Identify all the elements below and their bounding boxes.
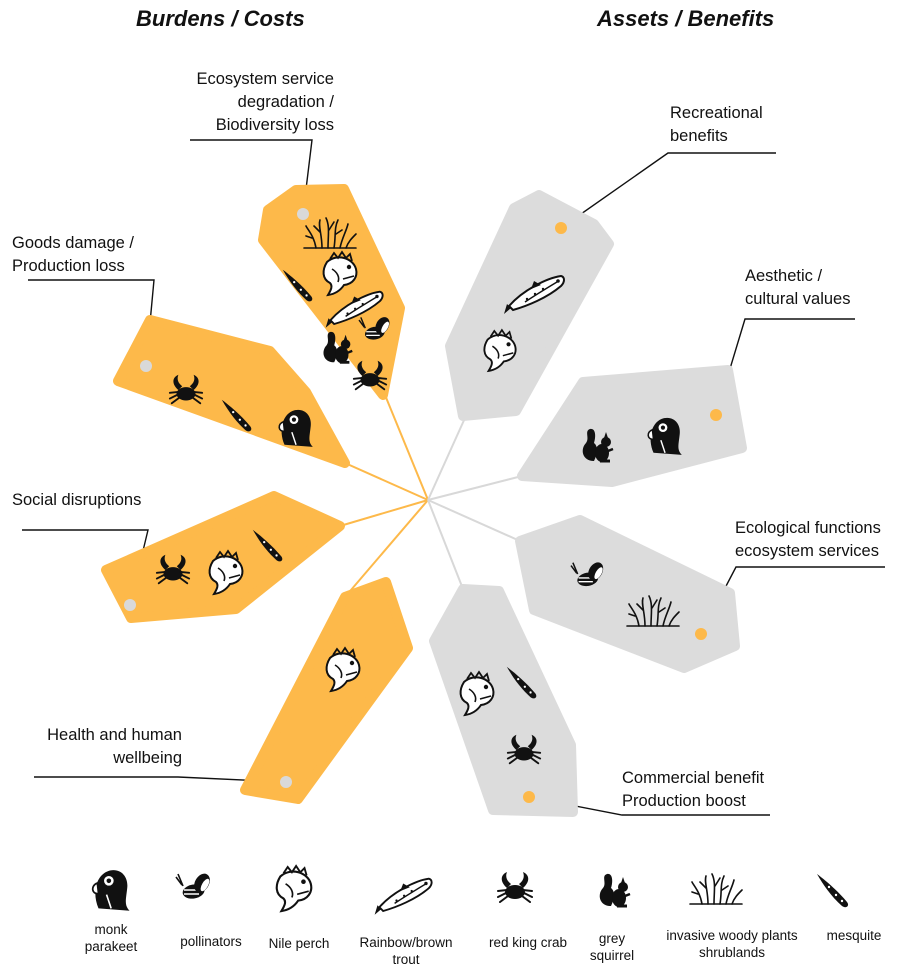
connector-ecosystem: [384, 394, 429, 501]
tag-hole-ecological: [695, 628, 707, 640]
legend-red-king-crab-icon: [497, 871, 533, 903]
header-burdens: Burdens / Costs: [136, 6, 305, 31]
label-pointer-lines: [22, 139, 885, 816]
label-aesthetic: Aesthetic /cultural values: [745, 267, 851, 308]
legend-label-mesquite: mesquite: [826, 928, 882, 943]
tag-hole-commercial: [523, 791, 535, 803]
tag-aesthetic: [517, 365, 747, 487]
connector-recreational: [427, 417, 466, 501]
tag-hole-health: [280, 776, 292, 788]
tag-hole-social: [124, 599, 136, 611]
tag-goods: [113, 315, 350, 468]
legend-monk-parakeet-icon: [91, 869, 131, 912]
legend-label-pollinators: pollinators: [180, 934, 242, 949]
connector-commercial: [427, 499, 464, 590]
legend-invasive-woody-plants-icon: [689, 873, 743, 905]
tag-hole-ecosystem: [297, 208, 309, 220]
tag-health: [240, 577, 413, 804]
legend-icons: [91, 864, 849, 916]
tag-recreational: [445, 190, 614, 421]
tag-hole-goods: [140, 360, 152, 372]
label-social-disruptions: Social disruptions: [12, 491, 142, 509]
legend-label-nile-perch: Nile perch: [268, 936, 330, 951]
connector-aesthetic: [427, 475, 523, 501]
label-goods-damage: Goods damage /Production loss: [12, 234, 134, 275]
legend-mesquite-icon: [817, 874, 849, 908]
tag-ecological: [515, 515, 740, 673]
connector-health: [344, 499, 429, 598]
legend-grey-squirrel-icon: [598, 872, 632, 909]
legend-rainbow-trout-icon: [373, 877, 433, 916]
legend-label-red-king-crab: red king crab: [488, 935, 568, 950]
tag-hole-recreational: [555, 222, 567, 234]
tag-commercial: [429, 584, 578, 817]
tag-icons: [155, 217, 683, 765]
legend-nile-perch-icon: [275, 864, 313, 913]
header-benefits: Assets / Benefits: [597, 6, 775, 31]
connector-lines: [339, 394, 523, 598]
connector-ecological: [427, 499, 521, 542]
tag-hole-aesthetic: [710, 409, 722, 421]
legend-pollinators-icon: [175, 870, 214, 902]
connector-social: [339, 499, 429, 527]
connector-goods: [344, 462, 429, 501]
pointer-recreational: [560, 152, 776, 229]
tag-shapes: [101, 184, 747, 817]
